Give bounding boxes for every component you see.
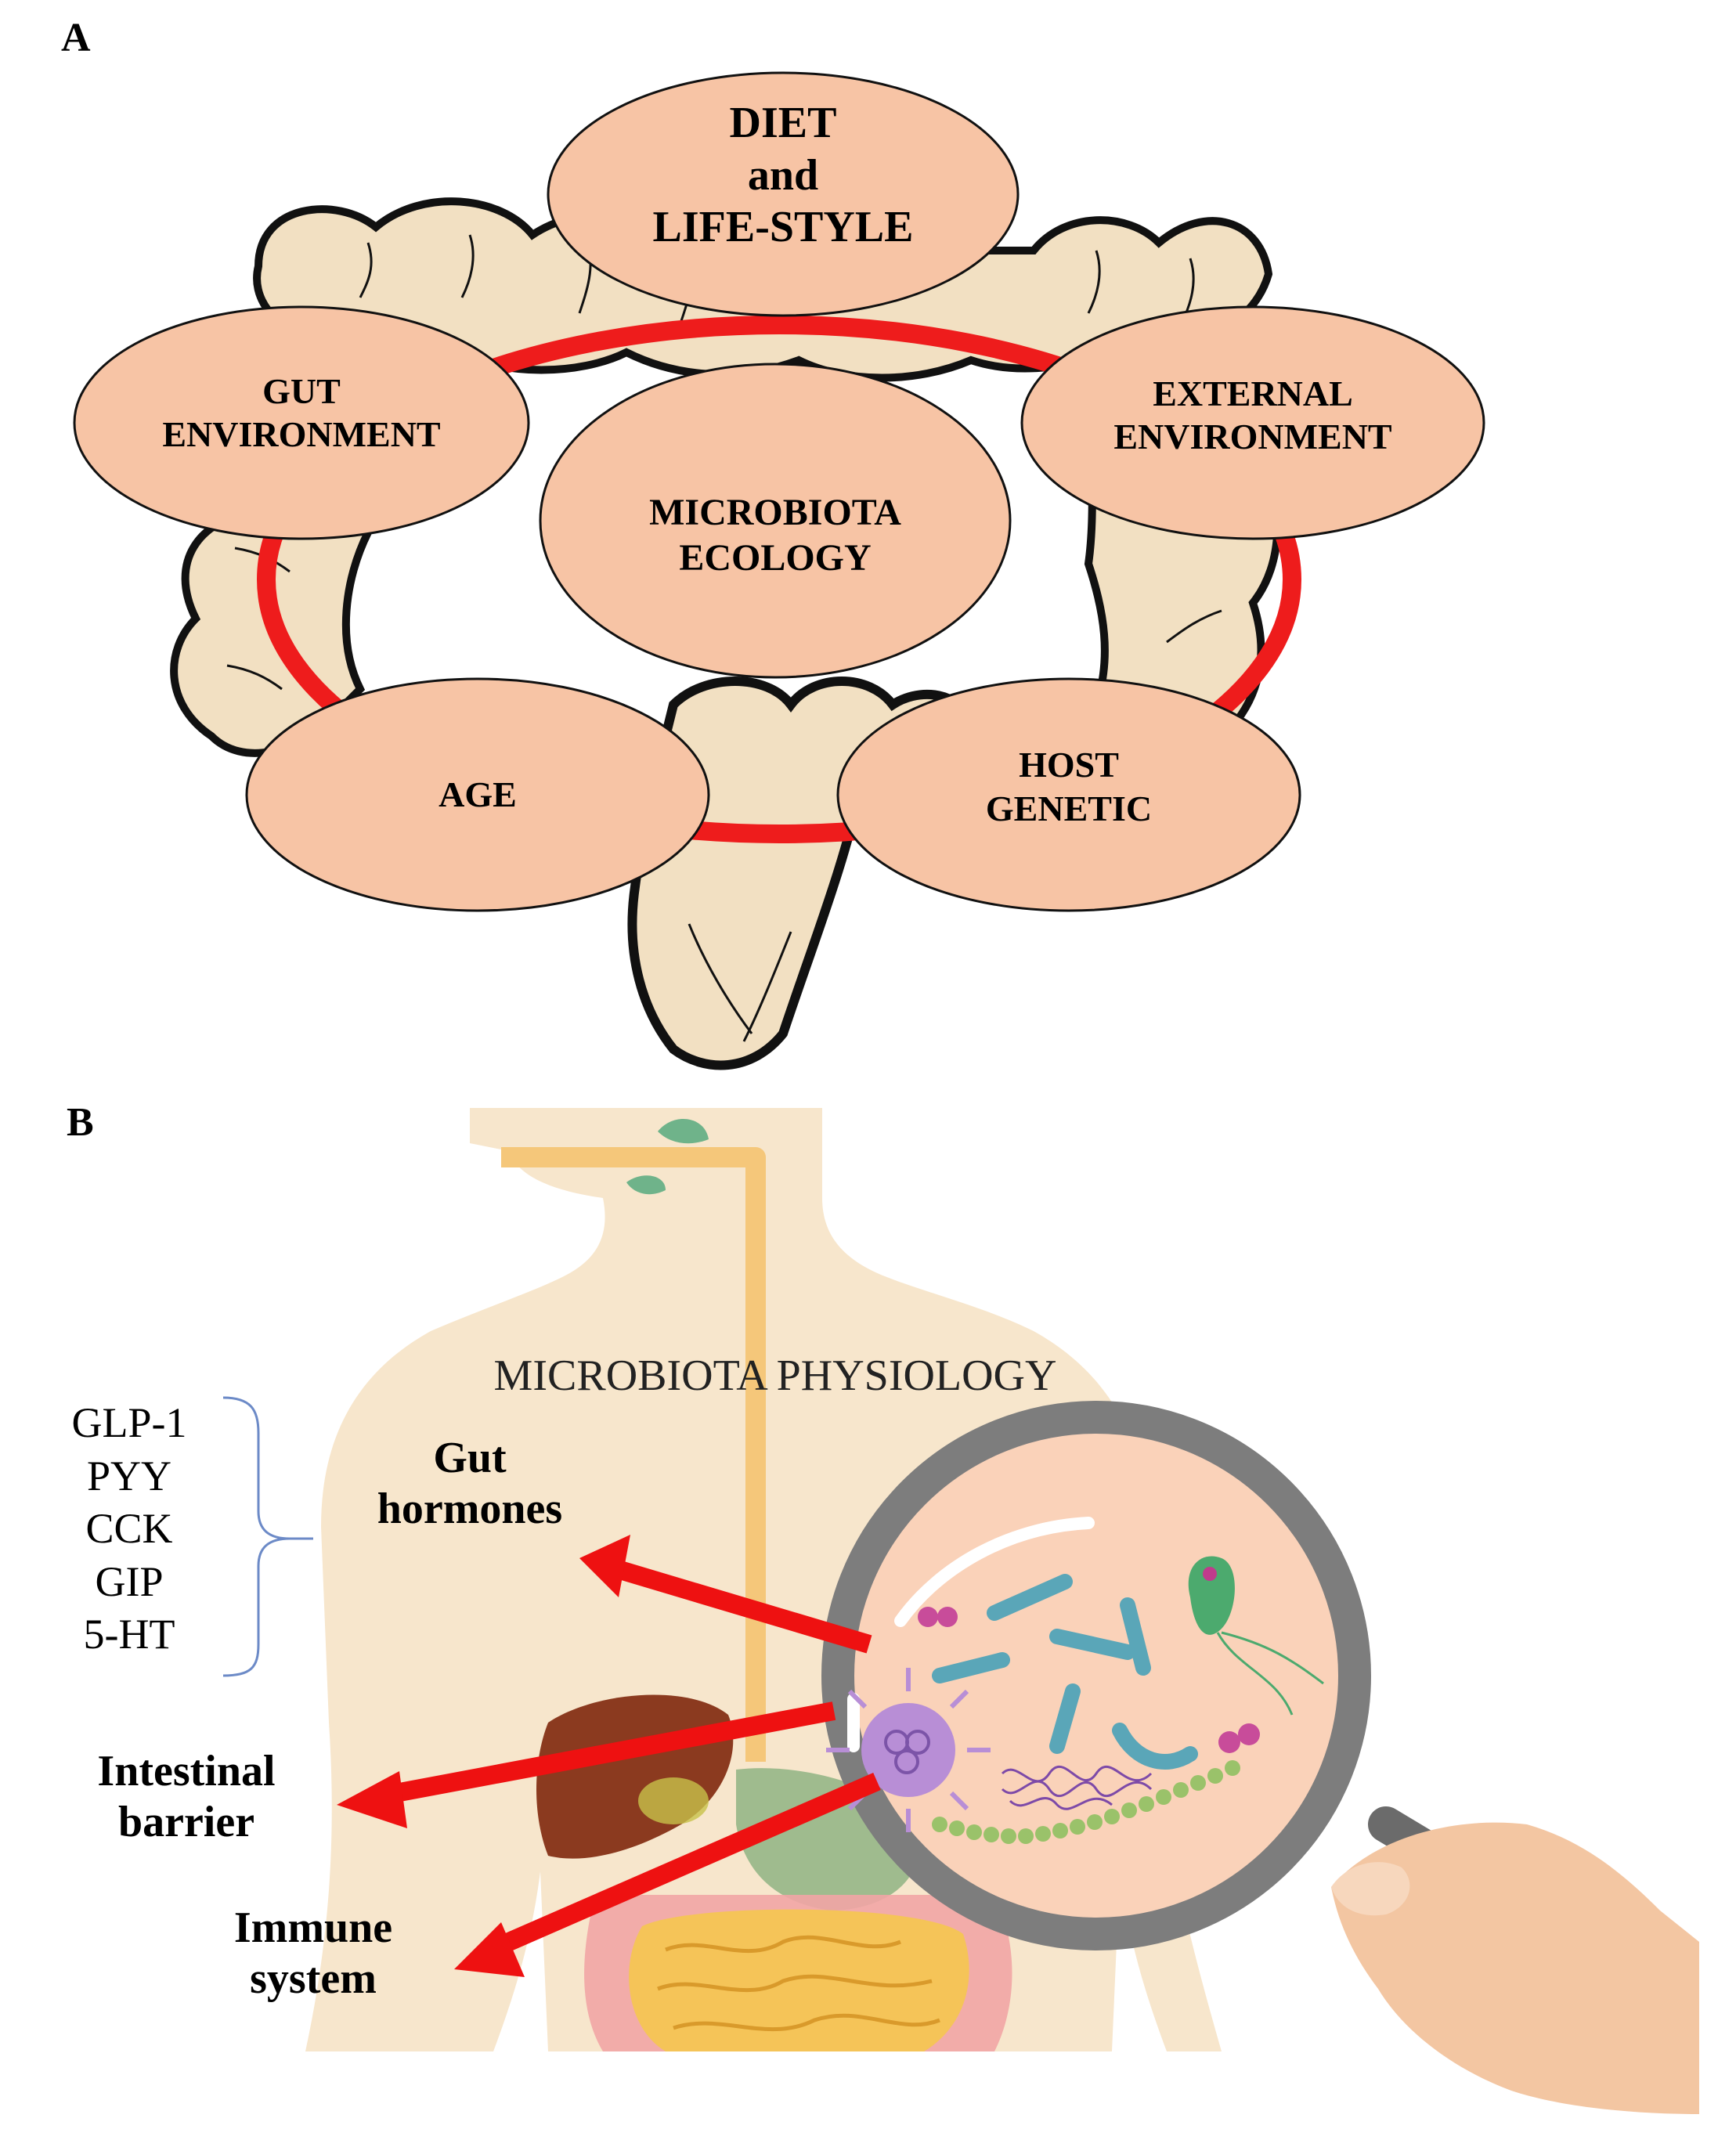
intestinal-barrier-label-1: Intestinal xyxy=(97,1747,275,1795)
factor-host-genetic-ellipse: HOST GENETIC xyxy=(836,677,1301,912)
ext-env-line-1: EXTERNAL xyxy=(1153,373,1353,413)
arrow-to-immune-system xyxy=(454,1773,881,1977)
intestinal-barrier-label-2: barrier xyxy=(118,1798,254,1846)
esophagus-tube xyxy=(501,1118,766,1762)
digestive-organs xyxy=(536,1694,1012,2051)
diet-line-2: and xyxy=(748,151,818,200)
diet-line-1: DIET xyxy=(730,99,837,147)
cocci-icon xyxy=(918,1607,1260,1753)
factor-age-ellipse: AGE xyxy=(245,677,710,912)
gut-env-line-1: GUT xyxy=(262,371,341,411)
factor-gut-environment-ellipse: GUT ENVIRONMENT xyxy=(73,305,530,540)
flagellated-bacterium-icon xyxy=(1188,1556,1324,1716)
center-line-1: MICROBIOTA xyxy=(649,492,901,533)
virus-icon xyxy=(826,1668,991,1832)
hand-illustration xyxy=(1331,1822,1699,2114)
hormone-glp1: GLP-1 xyxy=(72,1399,187,1446)
chain-bacteria-icon xyxy=(932,1760,1240,1844)
hormone-pyy: PYY xyxy=(87,1452,171,1499)
arrow-to-intestinal-barrier xyxy=(337,1701,836,1828)
gut-hormones-label-2: hormones xyxy=(377,1485,562,1533)
hormone-bracket xyxy=(222,1396,291,1677)
center-line-2: ECOLOGY xyxy=(679,537,871,579)
ext-env-line-2: ENVIRONMENT xyxy=(1113,417,1391,456)
host-line-2: GENETIC xyxy=(986,788,1152,828)
age-line-1: AGE xyxy=(439,774,517,814)
dna-strand-icon xyxy=(1001,1766,1153,1810)
hormone-5ht: 5-HT xyxy=(84,1611,175,1658)
factor-external-environment-ellipse: EXTERNAL ENVIRONMENT xyxy=(1020,305,1485,540)
gut-hormones-label-1: Gut xyxy=(433,1434,507,1482)
hormone-list: GLP-1 PYY CCK GIP 5-HT xyxy=(72,1399,187,1658)
immune-system-label-2: system xyxy=(250,1954,377,2003)
hormone-cck: CCK xyxy=(85,1505,172,1552)
diet-line-3: LIFE-STYLE xyxy=(653,203,914,251)
host-line-1: HOST xyxy=(1019,745,1119,785)
hormone-gip: GIP xyxy=(95,1558,163,1605)
immune-system-label-1: Immune xyxy=(234,1903,392,1952)
red-cycle-ring xyxy=(257,316,1301,843)
panel-a-label: A xyxy=(61,16,91,60)
arrow-to-gut-hormones xyxy=(579,1535,872,1654)
panel-b-title: MICROBIOTA PHYSIOLOGY xyxy=(494,1351,1057,1400)
rod-bacteria-icon xyxy=(932,1574,1198,1770)
center-ellipse: MICROBIOTA ECOLOGY xyxy=(539,363,1012,679)
panel-b-label: B xyxy=(67,1100,94,1145)
factor-diet-ellipse: DIET and LIFE-STYLE xyxy=(547,71,1020,317)
gut-env-line-2: ENVIRONMENT xyxy=(162,414,440,454)
